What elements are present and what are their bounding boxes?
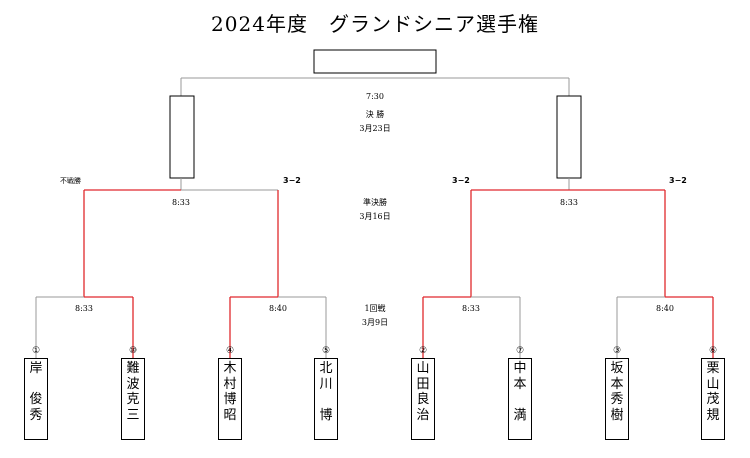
first-round-label: 1回戦 <box>364 304 386 313</box>
player-name: 栗 山 茂 規 <box>706 361 720 423</box>
time-r1-m3: 8:33 <box>462 304 480 313</box>
semi-round-label: 準決勝 <box>363 198 387 207</box>
seed-7: ③ <box>612 346 622 356</box>
semi-date: 3月16日 <box>359 212 391 221</box>
player-box-7: 坂 本 秀 樹 <box>605 358 629 440</box>
first-date: 3月9日 <box>361 318 389 327</box>
time-r1-m1: 8:33 <box>75 304 93 313</box>
player-name: 岸 俊 秀 <box>29 361 43 423</box>
time-semi-left: 8:33 <box>172 198 190 207</box>
player-name: 中 本 満 <box>513 361 527 423</box>
page-title: 2024年度 グランドシニア選手権 <box>211 12 539 36</box>
seed-6: ⑦ <box>515 346 525 356</box>
player-box-8: 栗 山 茂 規 <box>701 358 725 440</box>
seed-5: ② <box>418 346 428 356</box>
final-date: 3月23日 <box>359 124 391 133</box>
player-name: 木 村 博 昭 <box>223 361 237 423</box>
player-box-2: 難 波 克 三 <box>121 358 145 440</box>
seed-2: ⑩ <box>128 346 138 356</box>
time-r1-m4: 8:40 <box>656 304 674 313</box>
player-box-3: 木 村 博 昭 <box>218 358 242 440</box>
player-box-1: 岸 俊 秀 <box>24 358 48 440</box>
score-semi-right-b: 3−2 <box>669 176 687 185</box>
seed-3: ④ <box>225 346 235 356</box>
seed-4: ⑤ <box>321 346 331 356</box>
finalist-box-right <box>556 95 582 179</box>
final-round-label: 決 勝 <box>365 110 385 119</box>
player-box-6: 中 本 満 <box>508 358 532 440</box>
score-semi-left: 3−2 <box>283 176 301 185</box>
player-box-5: 山 田 良 治 <box>411 358 435 440</box>
player-name: 坂 本 秀 樹 <box>610 361 624 423</box>
time-r1-m2: 8:40 <box>269 304 287 313</box>
score-semi-right-a: 3−2 <box>452 176 470 185</box>
forfeit-note: 不戦勝 <box>60 177 81 185</box>
final-time: 7:30 <box>366 92 384 101</box>
player-box-4: 北 川 博 <box>314 358 338 440</box>
player-name: 難 波 克 三 <box>126 361 140 423</box>
champion-box <box>313 49 437 74</box>
player-name: 北 川 博 <box>319 361 333 423</box>
time-semi-right: 8:33 <box>560 198 578 207</box>
finalist-box-left <box>169 95 195 179</box>
player-name: 山 田 良 治 <box>416 361 430 423</box>
seed-8: ⑥ <box>708 346 718 356</box>
seed-1: ① <box>31 346 41 356</box>
